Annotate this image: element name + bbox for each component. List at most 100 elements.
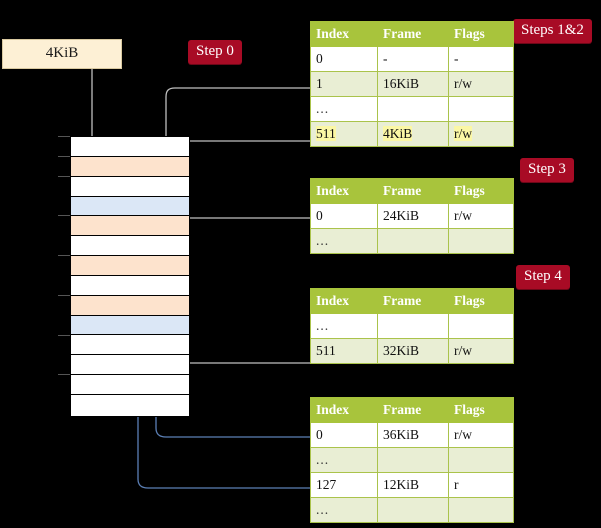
table-row[interactable]: 511 4KiB r/w (310, 121, 514, 147)
table-row[interactable]: ... (310, 96, 514, 122)
column-header-flags: Flags (448, 21, 514, 47)
column-header-index: Index (310, 288, 378, 314)
table-row[interactable]: ... (310, 228, 514, 254)
highlighted-value: 511 (316, 125, 336, 141)
table-cell-flags: - (448, 46, 514, 72)
table-row[interactable]: ... (310, 313, 514, 339)
step-badge-step0: Step 0 (188, 40, 242, 64)
step-badge-step4: Step 4 (516, 265, 570, 289)
column-header-frame: Frame (377, 288, 449, 314)
table-cell-flags: r/w (448, 203, 514, 229)
table-row[interactable]: ... (310, 447, 514, 473)
memory-frame-row (71, 315, 189, 336)
table-cell-flags (448, 497, 514, 523)
table-cell-flags: r (448, 472, 514, 498)
table-cell-flags (448, 228, 514, 254)
memory-frame-row (71, 156, 189, 177)
table-cell-index: ... (310, 497, 378, 523)
memory-frame-row (71, 335, 189, 356)
page-size-label: 4KiB (45, 45, 79, 61)
memory-boundary-tick (58, 294, 71, 296)
memory-boundary-tick (58, 175, 71, 177)
table-cell-flags: r/w (448, 71, 514, 97)
table-cell-frame (377, 96, 449, 122)
column-header-index: Index (310, 21, 378, 47)
highlighted-value: 4KiB (383, 125, 413, 141)
table-cell-flags: r/w (448, 338, 514, 364)
table-cell-index: 0 (310, 46, 378, 72)
memory-frame-row (71, 295, 189, 316)
table-cell-index: 511 (310, 338, 378, 364)
memory-boundary-tick (58, 255, 71, 257)
memory-frame-row (71, 236, 189, 257)
memory-frame-row (71, 256, 189, 276)
link-t2-511-to-col (175, 315, 310, 364)
memory-frame-row (71, 176, 189, 197)
table-cell-frame (377, 313, 449, 339)
table-cell-index: 0 (310, 422, 378, 448)
highlighted-value: r/w (454, 125, 472, 141)
table-cell-frame: - (377, 46, 449, 72)
table-row[interactable]: 0-- (310, 46, 514, 72)
column-header-frame: Frame (377, 21, 449, 47)
table-cell-frame: 12KiB (377, 472, 449, 498)
table-cell-index: ... (310, 447, 378, 473)
table-cell-flags (448, 313, 514, 339)
table-cell-index: 0 (310, 203, 378, 229)
memory-frame-row (71, 275, 189, 296)
memory-frame-row (71, 355, 189, 376)
table-cell-flags: r/w (448, 422, 514, 448)
ellipsis-marker: ... (316, 451, 330, 467)
memory-boundary-tick (58, 374, 71, 376)
table-cell-index: ... (310, 96, 378, 122)
table-cell-index: ... (310, 228, 378, 254)
memory-frame-row (71, 394, 189, 415)
memory-boundary-tick (58, 136, 71, 137)
ellipsis-marker: ... (316, 317, 330, 333)
ellipsis-marker: ... (316, 501, 330, 517)
table-cell-frame (377, 447, 449, 473)
table-cell-frame: 36KiB (377, 422, 449, 448)
column-header-index: Index (310, 178, 378, 204)
memory-boundary-tick (58, 155, 71, 157)
column-header-frame: Frame (377, 178, 449, 204)
memory-boundary-tick (58, 334, 71, 336)
memory-frame-row (71, 375, 189, 395)
ellipsis-marker: ... (316, 232, 330, 248)
table-cell-index: 127 (310, 472, 378, 498)
table-row[interactable]: ... (310, 497, 514, 523)
table-cell-frame: 4KiB (377, 121, 449, 147)
column-header-flags: Flags (448, 178, 514, 204)
column-header-frame: Frame (377, 397, 449, 423)
column-header-flags: Flags (448, 397, 514, 423)
memory-frame-row (71, 137, 189, 157)
table-cell-frame: 32KiB (377, 338, 449, 364)
memory-boundary-tick (58, 215, 71, 217)
page-size-box: 4KiB (2, 39, 122, 69)
table-cell-index: ... (310, 313, 378, 339)
table-cell-index: 1 (310, 71, 378, 97)
link-t1-0-to-col (175, 217, 310, 265)
table-cell-frame: 24KiB (377, 203, 449, 229)
table-cell-frame (377, 228, 449, 254)
table-cell-frame: 16KiB (377, 71, 449, 97)
step-badge-step3: Step 3 (520, 158, 574, 182)
table-cell-index: 511 (310, 121, 378, 147)
step-badge-steps1and2: Steps 1&2 (513, 19, 592, 43)
table-cell-flags: r/w (448, 121, 514, 147)
memory-frame-row (71, 216, 189, 237)
